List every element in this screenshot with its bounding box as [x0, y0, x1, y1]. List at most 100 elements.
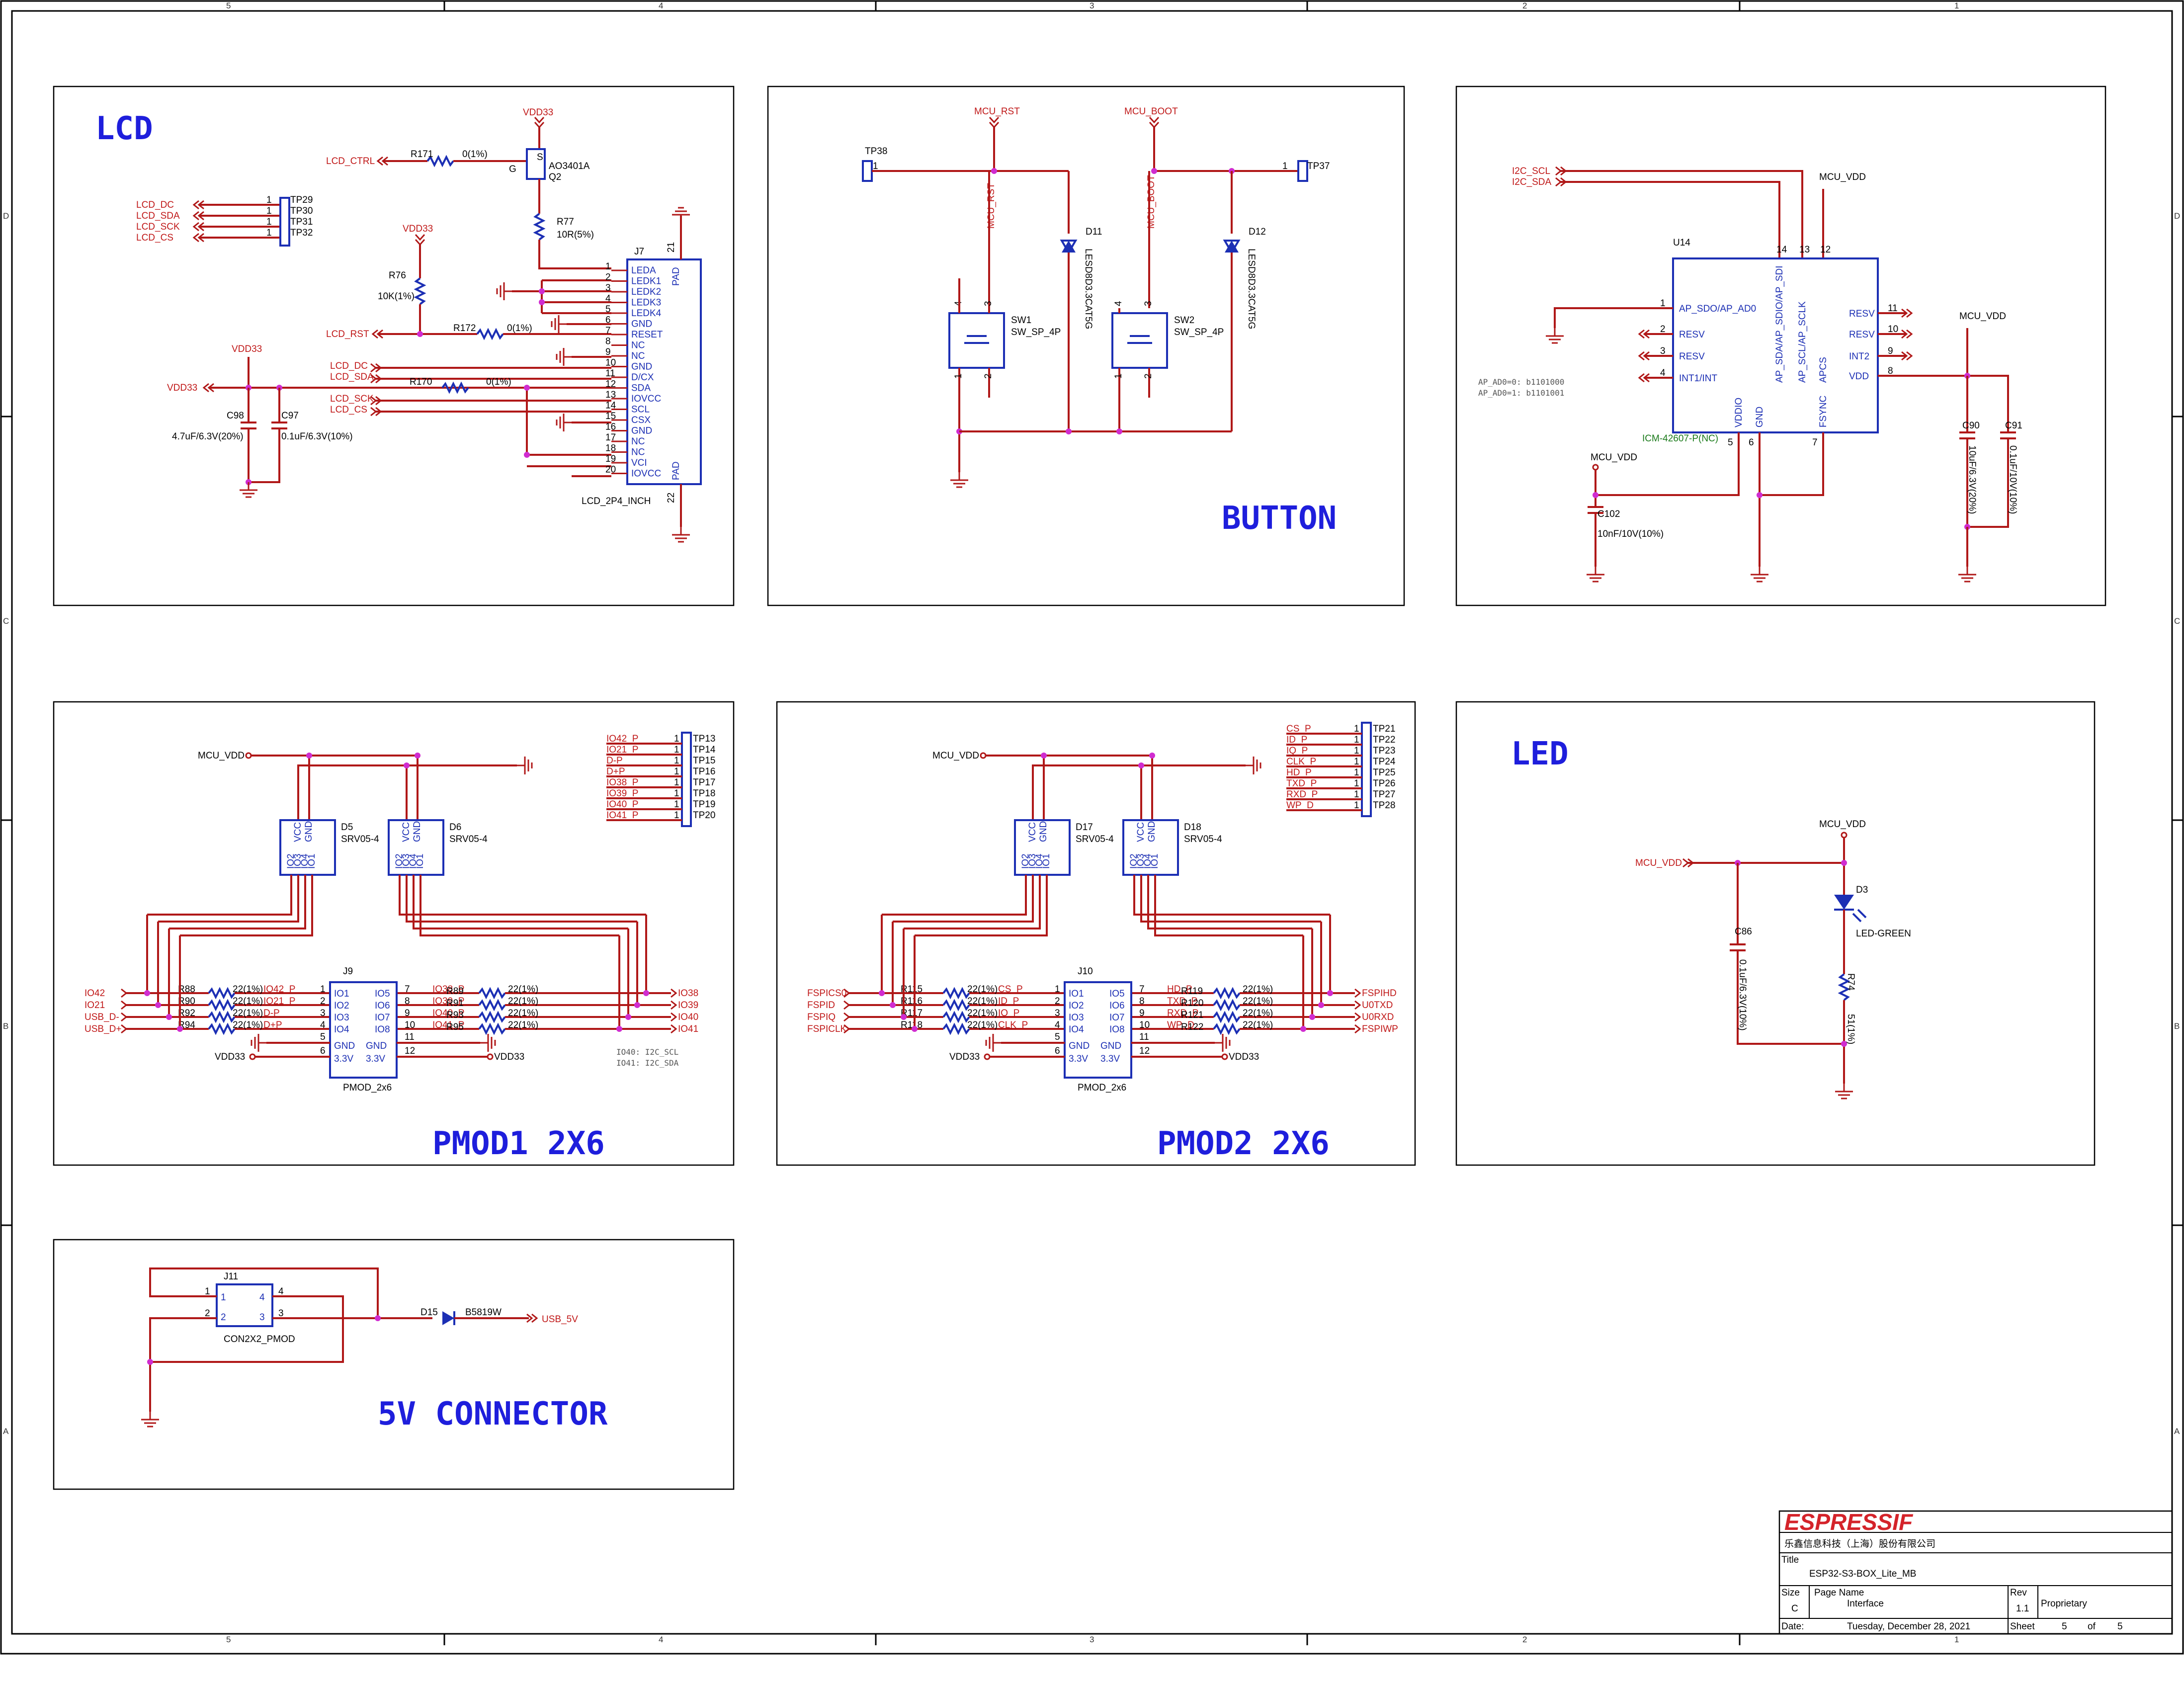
- proprietary-label: Proprietary: [2041, 1599, 2087, 1609]
- pmod1-heading: PMOD1 2X6: [432, 1125, 605, 1162]
- pmod1-left-sig-0: IO42_P: [263, 984, 295, 995]
- sw1-ref: SW1: [1011, 315, 1031, 326]
- u14-left-pin-0: AP_SDO/AP_AD0: [1679, 304, 1756, 314]
- r76-resistor: [414, 277, 426, 305]
- pmod2-left-res-val-2: 22(1%): [967, 1008, 998, 1018]
- j7-pin-14-label: SCL: [631, 405, 650, 415]
- d17-part: SRV05-4: [1076, 834, 1114, 844]
- pmod1-tp-pin-2: 1: [674, 756, 679, 766]
- u14-left-num-1: 2: [1660, 324, 1666, 335]
- j7-ref: J7: [634, 247, 644, 257]
- j11-pin3: 3: [278, 1308, 284, 1319]
- r74-value: 51(1%): [1846, 1014, 1856, 1044]
- pmod2-right-sig-3: WP_D: [1167, 1020, 1194, 1030]
- title-block: ESPRESSIF 乐鑫信息科技（上海）股份有限公司 Title ESP32-S…: [1778, 1509, 2173, 1635]
- pmod2-left-res-ref-0: R115: [901, 984, 923, 995]
- pmod1-tp-ref-5: TP18: [693, 788, 715, 799]
- j7-pin-3-num: 3: [605, 283, 611, 293]
- led-mcu-vdd-top: MCU_VDD: [1819, 819, 1866, 830]
- pmod1-j-ln-3: 4: [320, 1020, 326, 1030]
- pmod1-left-res-3: [208, 1022, 236, 1035]
- q2-s-label: S: [537, 152, 543, 163]
- pmod2-left-res-ref-1: R116: [901, 996, 923, 1007]
- d5-ref: D5: [341, 822, 353, 833]
- pmod2-right-sig-2: RXD_P: [1167, 1008, 1198, 1018]
- pmod2-tp-pin-2: 1: [1354, 746, 1359, 756]
- pmod1-note-0: IO40: I2C_SCL: [616, 1047, 678, 1057]
- pmod1-j-ln-5: 6: [320, 1046, 326, 1056]
- pmod1-tp-net-3: D+P: [606, 766, 625, 777]
- r170-resistor: [441, 381, 469, 394]
- pmod1-tp-pin-4: 1: [674, 777, 679, 788]
- imu-mcu-vdd-right: MCU_VDD: [1959, 311, 2006, 322]
- mcu-boot-vert: MCU_BOOT: [1146, 175, 1157, 229]
- date-value: Tuesday, December 28, 2021: [1847, 1621, 1970, 1632]
- pmod2-tp-ref-0: TP21: [1373, 724, 1395, 734]
- j7-pin-17-num: 17: [605, 432, 616, 443]
- pmod2-right-res-val-0: 22(1%): [1243, 984, 1273, 995]
- pmod1-left-res-val-1: 22(1%): [233, 996, 263, 1007]
- pmod1-tp-pin-0: 1: [674, 734, 679, 744]
- esd-2-pin-2: IO4: [1034, 853, 1045, 869]
- u14-right-num-3: 8: [1888, 366, 1893, 376]
- pmod2-right-net-1: U0TXD: [1362, 1000, 1393, 1011]
- j7-pin-11-num: 11: [605, 368, 615, 379]
- r172-value: 0(1%): [507, 323, 532, 334]
- pmod1-tp-pin-5: 1: [674, 788, 679, 799]
- esd-3-pin-2: IO4: [1143, 853, 1153, 869]
- pmod2-left-res-val-3: 22(1%): [967, 1020, 998, 1030]
- pmod2-tp-ref-7: TP28: [1373, 800, 1395, 811]
- pmod1-j-right-3: IO8: [375, 1024, 390, 1035]
- border-col-5: 5: [226, 1, 231, 10]
- q2-part: AO3401A: [549, 161, 590, 171]
- tp30: TP30: [290, 206, 313, 216]
- pmod2-right-sig-1: TXD_P: [1167, 996, 1197, 1007]
- company-name: 乐鑫信息科技（上海）股份有限公司: [1784, 1538, 1935, 1549]
- pmod2-mcu-vdd: MCU_VDD: [932, 751, 979, 761]
- pmod2-tp-pin-4: 1: [1354, 767, 1359, 778]
- pmod1-left-sig-2: D-P: [263, 1008, 280, 1018]
- u14-bot-num-0: 5: [1728, 437, 1733, 448]
- r77-value: 10R(5%): [557, 230, 594, 240]
- pmod1-left-sig-1: IO21_P: [263, 996, 295, 1007]
- pmod2-j-ln-1: 2: [1055, 996, 1060, 1007]
- conn5v-section: 5V CONNECTOR J11 1 2 3 4 1 2 3 4 CON2X2_…: [53, 1239, 735, 1490]
- pmod1-tp-pin-3: 1: [674, 766, 679, 777]
- tp31: TP31: [290, 217, 313, 227]
- border-col-1: 1: [1954, 1, 1959, 10]
- pmod1-j-right-1: IO6: [375, 1001, 390, 1011]
- espressif-logo: ESPRESSIF: [1784, 1509, 1914, 1535]
- pmod1-tp-net-6: IO40_P: [606, 799, 638, 810]
- r170-ref: R170: [410, 377, 432, 387]
- pmod2-j-right-4: GND: [1100, 1041, 1121, 1051]
- sw2-switch: [1111, 312, 1168, 369]
- j11-pin2: 2: [205, 1308, 210, 1319]
- j7-pin-15-label: CSX: [631, 415, 651, 425]
- pmod1-left-net-0: IO42: [84, 988, 105, 999]
- pmod2-j-rn-1: 8: [1139, 996, 1145, 1007]
- doc-title: ESP32-S3-BOX_Lite_MB: [1809, 1569, 1916, 1579]
- j10-connector: [1064, 981, 1132, 1079]
- j7-pin-6-num: 6: [605, 315, 611, 326]
- j7-pin-20-num: 20: [605, 465, 616, 475]
- pmod2-tp-ref-3: TP24: [1373, 757, 1396, 767]
- pmod1-tp-block: [681, 732, 692, 827]
- pmod1-right-res-ref-3: R95: [446, 1022, 464, 1032]
- j11-pin1-in: 1: [221, 1292, 226, 1303]
- j7-pad-top: PAD: [671, 267, 681, 286]
- pmod2-right-sig-0: HD_P: [1167, 984, 1192, 995]
- lcd-ctrl-label: LCD_CTRL: [326, 156, 375, 167]
- pmod1-right-res-1: [478, 999, 506, 1012]
- pmod1-right-sig-0: IO38_P: [432, 984, 464, 995]
- u14-right-pin-0: RESV: [1849, 309, 1875, 319]
- pmod1-j-rn-5: 12: [405, 1046, 415, 1056]
- pmod1-j-left-4: GND: [334, 1041, 355, 1051]
- pmod2-tp-block: [1361, 722, 1372, 817]
- imu-panel: [1455, 85, 2106, 606]
- j7-pin-18-num: 18: [605, 443, 616, 454]
- mcu-rst-net: MCU_RST: [974, 106, 1020, 117]
- esd-3-pin-3: IO1: [1150, 853, 1160, 869]
- u14-right-pin-1: RESV: [1849, 330, 1875, 340]
- button-heading: BUTTON: [1222, 500, 1337, 537]
